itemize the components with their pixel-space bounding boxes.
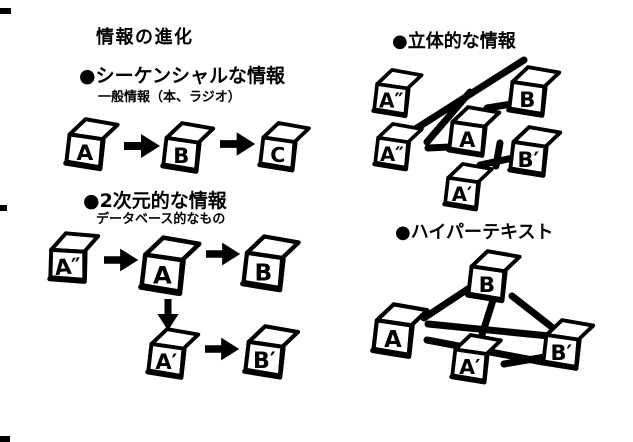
cube-label: A″	[54, 254, 83, 281]
hyper-cube-b: B	[468, 251, 520, 301]
seq-cube-c: C	[260, 123, 309, 170]
cube-label: A′	[155, 349, 177, 374]
scan-artifact	[0, 205, 7, 211]
cube-label: B′	[517, 147, 539, 172]
cube-label: B	[255, 259, 273, 286]
panel-sequential-subheading: 一般情報（本、ラジオ）	[98, 90, 241, 105]
cube-label: A′	[452, 183, 472, 206]
solid-cube-a-doubleprime-top: A″	[373, 70, 421, 116]
link-rod	[500, 353, 549, 368]
cube-label: A′	[459, 355, 480, 379]
grid-cube-a-prime: A′	[148, 329, 199, 377]
hyper-cube-a-prime: A′	[452, 335, 501, 382]
cube-label: B	[173, 143, 189, 168]
panel-hypertext-heading: ●ハイパーテキスト	[395, 222, 554, 243]
arrow-a-down-icon	[157, 299, 179, 331]
hyper-cube-b-prime: B′	[543, 320, 594, 368]
hyper-cube-a: A	[373, 304, 428, 356]
panel-3d-heading: ●立体的な情報	[392, 31, 516, 52]
panel-2d-heading: ●2次元的な情報	[83, 190, 227, 212]
cube-label: A	[384, 327, 402, 353]
grid-cube-b-prime: B′	[245, 326, 298, 377]
cube-label: B′	[253, 348, 276, 374]
cube-label: A″	[379, 89, 403, 113]
solid-cube-a: A	[449, 107, 500, 155]
cube-label: A	[153, 261, 172, 290]
cube-label: A	[459, 127, 476, 152]
page-title: 情報の進化	[96, 27, 194, 48]
seq-cube-a: A	[66, 119, 118, 169]
cube-label: B′	[550, 340, 572, 365]
grid-cube-a: A	[141, 238, 200, 294]
solid-cube-b-prime: B′	[510, 127, 561, 175]
solid-cube-a-prime: A′	[444, 164, 491, 209]
link-rod	[423, 88, 474, 146]
cube-label: A″	[380, 143, 404, 166]
arrow-b-to-c-icon	[220, 132, 256, 156]
arrow-a-to-b-icon	[124, 134, 160, 158]
cube-label: B	[479, 273, 495, 298]
cube-label: C	[270, 143, 285, 167]
cube-label: B	[519, 87, 535, 112]
grid-cube-b: B	[243, 236, 299, 289]
link-rod	[424, 320, 553, 340]
panel-2d-subheading: データベース的なもの	[96, 212, 226, 227]
solid-cube-a-doubleprime-mid: A″	[374, 124, 421, 169]
link-rod	[424, 143, 454, 152]
panel-sequential-heading: ●シーケンシャルな情報	[79, 65, 286, 87]
scan-artifact	[0, 8, 11, 14]
cube-label: A	[76, 141, 93, 166]
grid-cube-a-doubleprime: A″	[46, 231, 102, 285]
seq-cube-b: B	[163, 123, 214, 171]
link-rod	[492, 139, 504, 170]
solid-cube-b: B	[509, 67, 560, 115]
arrow-a-to-b-icon	[206, 242, 241, 266]
scan-artifact	[0, 436, 10, 442]
arrow-a2-to-a-icon	[104, 248, 139, 272]
link-rod	[508, 292, 557, 332]
arrow-a1-to-b1-icon	[205, 337, 240, 361]
